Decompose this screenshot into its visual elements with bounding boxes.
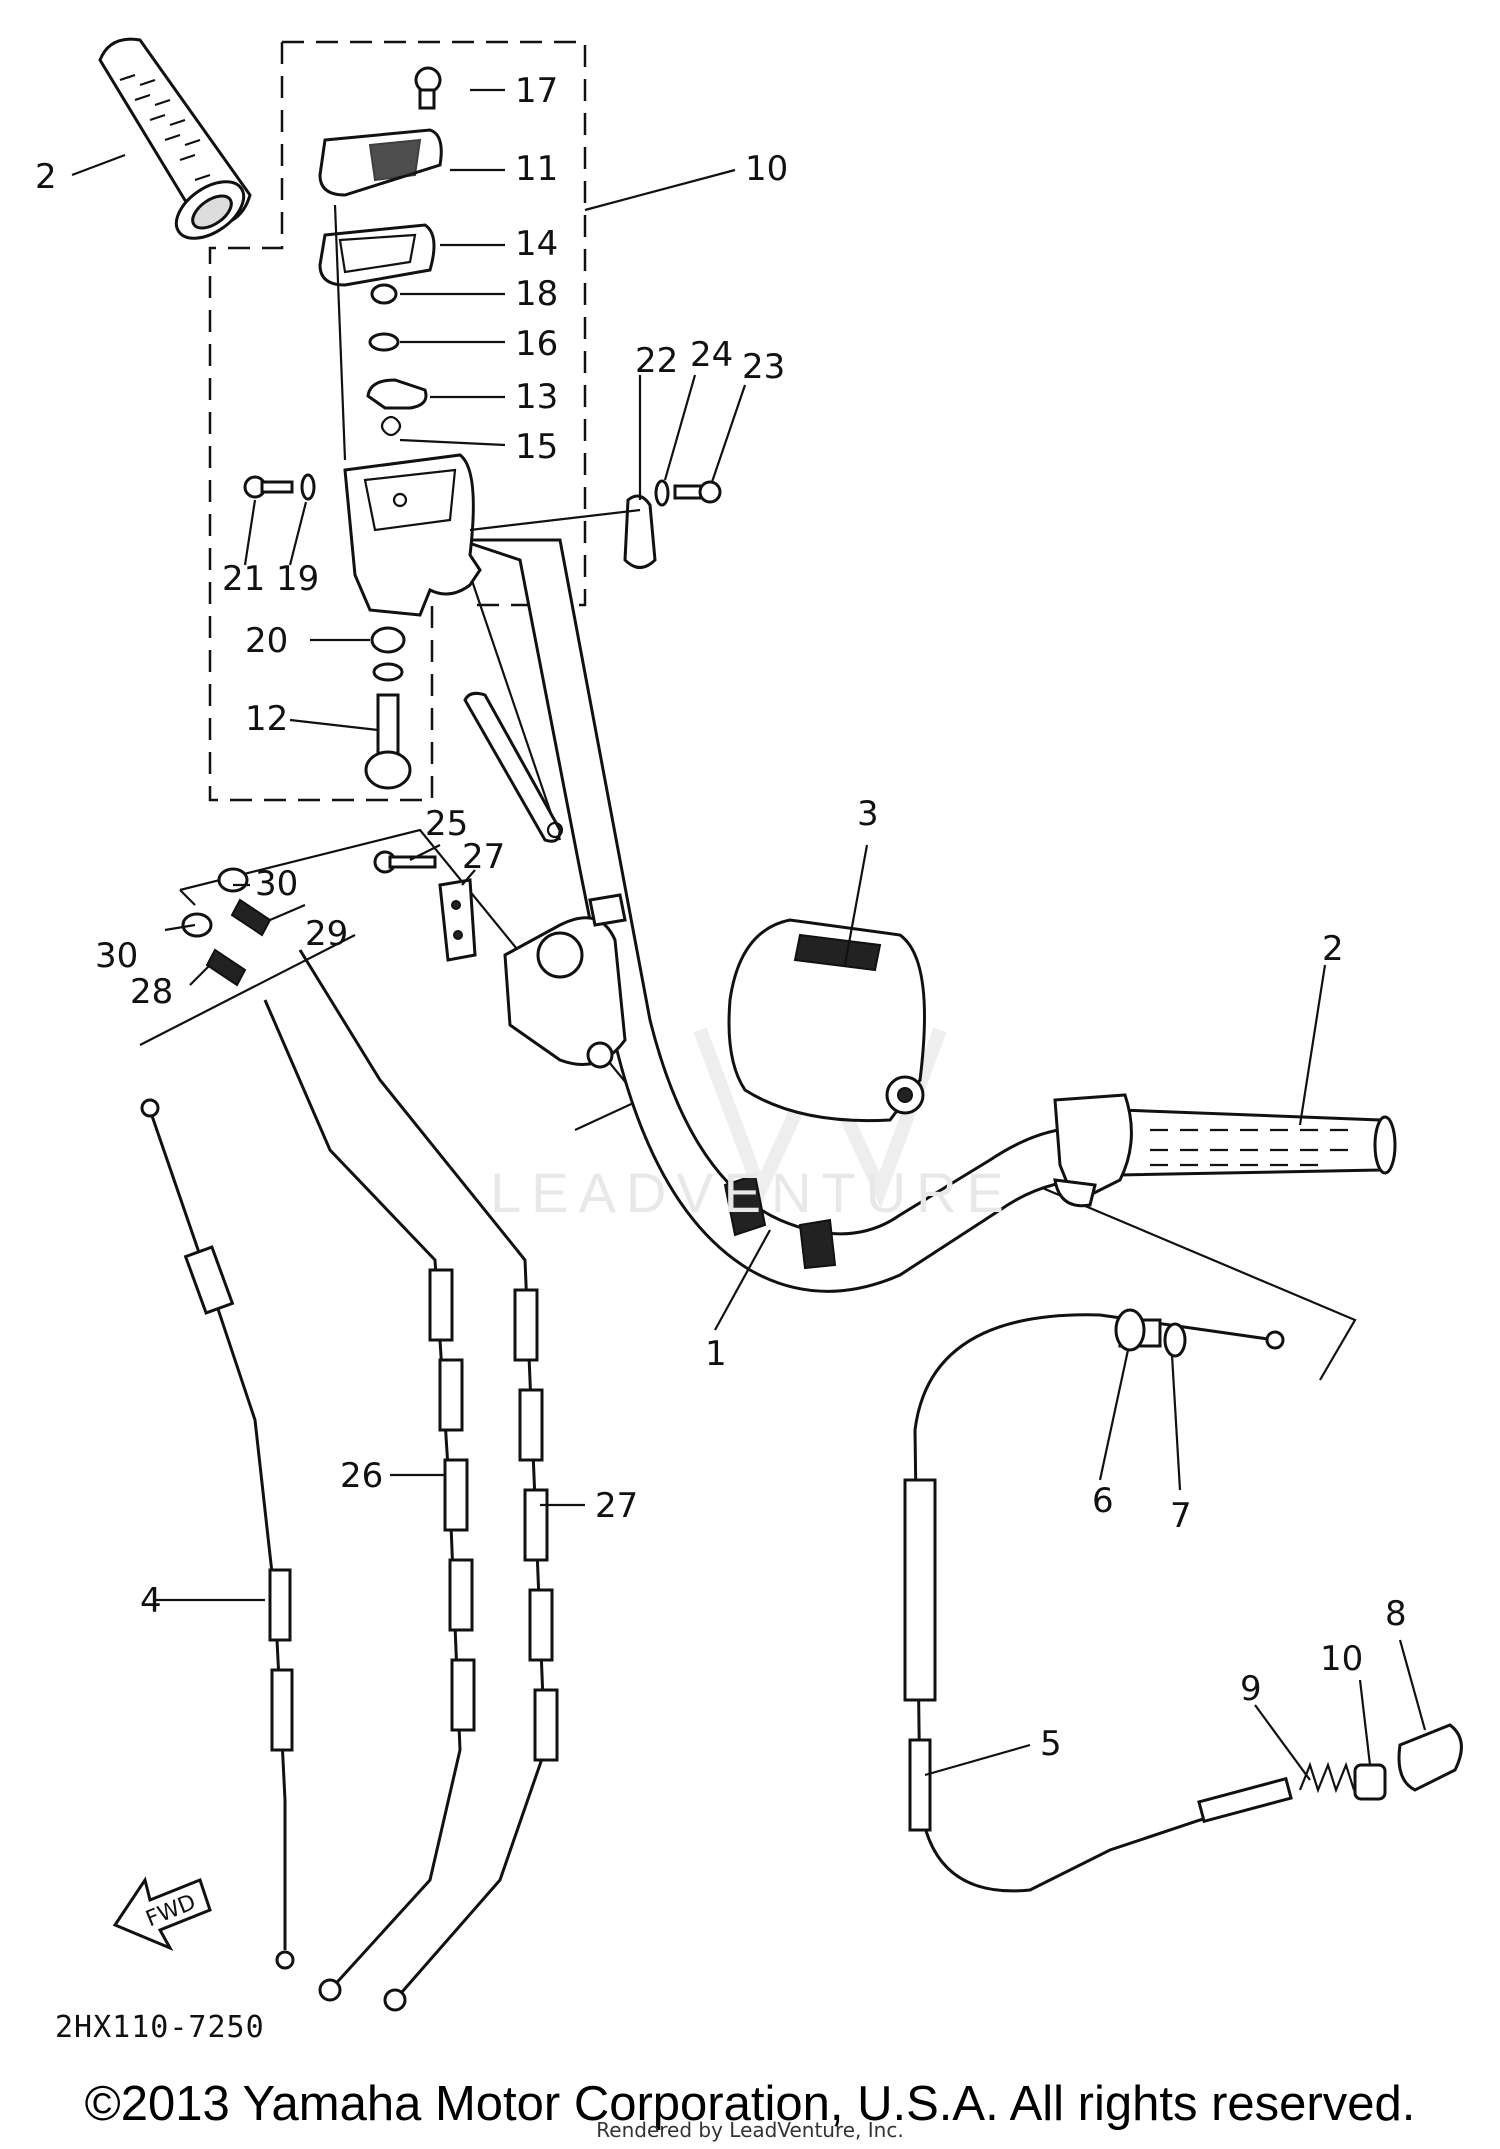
screw-22: [243, 473, 316, 501]
callout-29-a: 29: [305, 914, 348, 954]
adjusters: [181, 867, 272, 987]
callout-20: 19: [276, 559, 319, 599]
cap-10: [1353, 1763, 1387, 1801]
callout-12: 11: [515, 149, 558, 189]
copyright-notice: ©2013 Yamaha Motor Corporation, U.S.A. A…: [84, 2077, 1416, 2131]
screw-24: [673, 480, 722, 504]
callout-2: 2: [35, 157, 57, 197]
callout-14: 13: [515, 377, 558, 417]
washer-25: [654, 479, 670, 507]
callout-28: 27: [462, 837, 505, 877]
callout-16: 15: [515, 427, 558, 467]
callout-15: 14: [515, 224, 558, 264]
callouts: 2 17 11 10 14 18 16 13 15 22 24 23 21 19…: [35, 71, 1407, 1764]
switch-body: [343, 453, 482, 617]
callout-27-right: 27: [595, 1486, 638, 1526]
callout-17: 16: [515, 324, 558, 364]
callout-30-a: 30: [255, 864, 298, 904]
callout-21: 20: [245, 621, 288, 661]
lever-housing: [503, 893, 627, 1069]
callout-25: 24: [690, 335, 733, 375]
callout-24: 23: [742, 347, 785, 387]
callout-1: 1: [705, 1334, 727, 1374]
screw-18: [414, 66, 442, 110]
block-28: [438, 878, 477, 962]
nut-7: [1163, 1322, 1187, 1358]
callout-6: 6: [1092, 1481, 1114, 1521]
cable-4: [140, 1098, 295, 1970]
small-parts-stack: [366, 283, 428, 437]
callout-23: 22: [635, 341, 678, 381]
callout-9: 9: [1240, 1669, 1262, 1709]
callout-29-b: 28: [130, 972, 173, 1012]
lever-group-frame: [139, 828, 1357, 1381]
callout-30-b: 30: [95, 936, 138, 976]
plunger-13: [364, 693, 412, 790]
cable-5: [903, 1313, 1293, 1893]
cable-27-left: [263, 999, 476, 2002]
callout-13: 12: [245, 699, 288, 739]
adjuster-6: [1114, 1308, 1146, 1352]
callout-26: 25: [425, 804, 468, 844]
callout-5: 5: [1040, 1724, 1062, 1764]
pin-26: [373, 850, 437, 874]
cover-plate: [318, 128, 443, 197]
bar-pad: [463, 691, 564, 843]
callout-19: 18: [515, 274, 558, 314]
diagram-code: 2HX110-7250: [55, 2010, 265, 2045]
left-switch: [727, 918, 926, 1123]
callout-18: 17: [515, 71, 558, 111]
callout-2-right: 2: [1322, 929, 1344, 969]
rendered-by-credit: Rendered by LeadVenture, Inc.: [596, 2118, 904, 2142]
callout-27-left: 26: [340, 1456, 383, 1496]
callout-4: 4: [140, 1581, 162, 1621]
leader-lines: [71, 88, 1427, 1781]
gasket: [318, 223, 436, 287]
cable-27-right: [298, 949, 559, 2012]
callout-10: 10: [1320, 1639, 1363, 1679]
right-grip: [1053, 1093, 1397, 1208]
watermark-text: LEADVENTURE: [490, 1161, 1014, 1224]
plunger-8: [1397, 1723, 1463, 1792]
clamp-23: [623, 494, 657, 569]
callout-3: 3: [857, 794, 879, 834]
callout-22: 21: [222, 559, 265, 599]
left-grip: [98, 37, 252, 240]
fwd-arrow: FWD: [112, 1876, 212, 1952]
callout-7: 7: [1170, 1496, 1192, 1536]
spring-9: [1298, 1761, 1356, 1794]
cap-21: [370, 626, 406, 682]
callout-11: 10: [745, 149, 788, 189]
callout-8: 8: [1385, 1594, 1407, 1634]
